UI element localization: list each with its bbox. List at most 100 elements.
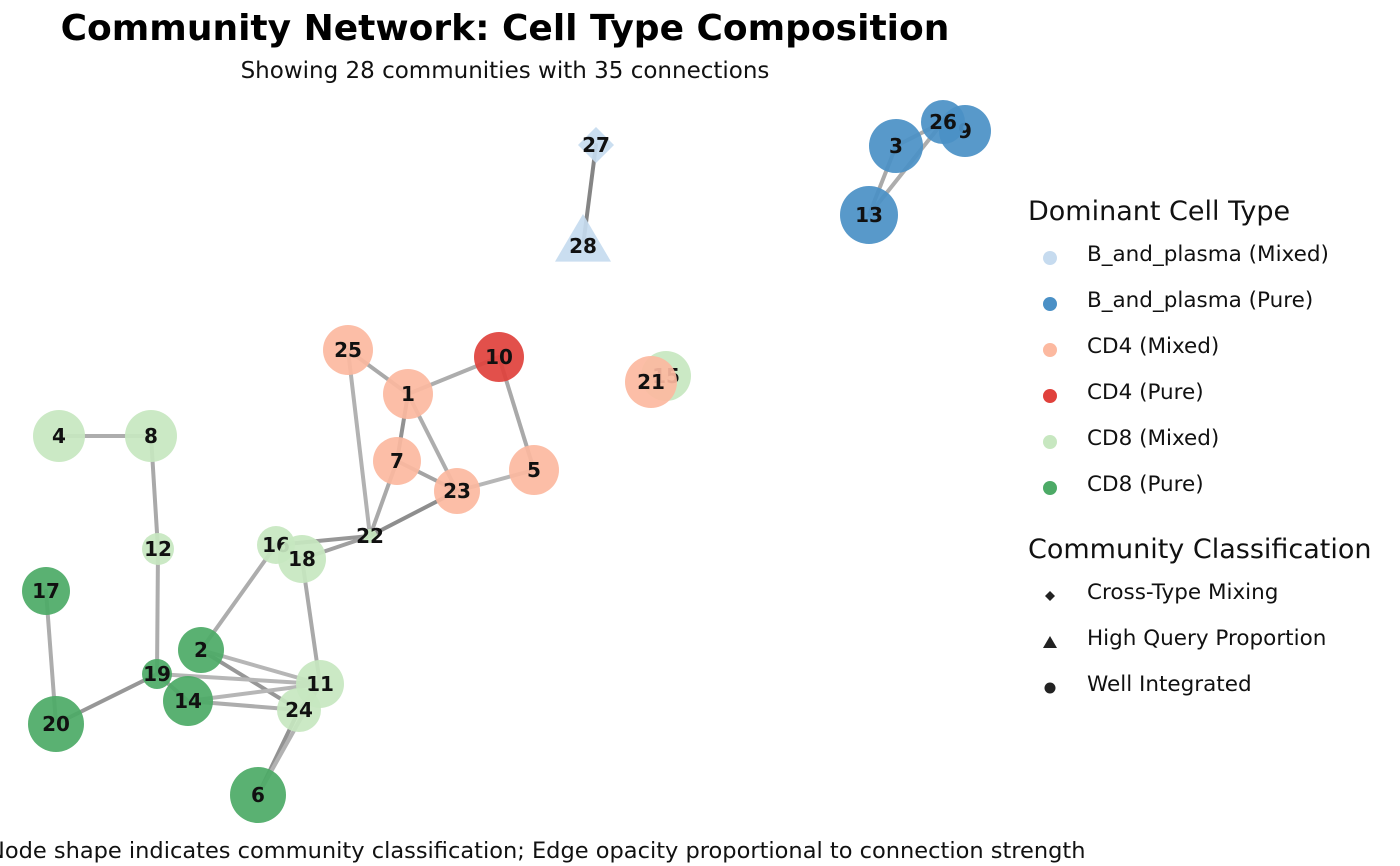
node-24: 24 — [277, 688, 321, 732]
node-layer: 1234567891011121314151617181920212223242… — [22, 100, 991, 823]
node-7: 7 — [373, 437, 421, 485]
node-28-marker — [555, 214, 611, 262]
node-2: 2 — [178, 627, 224, 673]
legend-label: High Query Proportion — [1087, 626, 1327, 651]
node-2-marker — [178, 627, 224, 673]
chart-subtitle: Showing 28 communities with 35 connectio… — [240, 58, 770, 84]
node-18: 18 — [278, 535, 326, 583]
node-27-label: 27 — [582, 133, 610, 157]
node-20: 20 — [28, 696, 84, 752]
node-12-marker — [142, 533, 174, 565]
node-6: 6 — [230, 767, 286, 823]
node-4-marker — [33, 410, 85, 462]
legend-swatch — [1043, 297, 1057, 311]
node-28-label: 28 — [569, 234, 597, 258]
node-23-label: 23 — [443, 479, 471, 503]
legend-item-cd8-mixed: CD8 (Mixed) — [1028, 423, 1290, 469]
legend-label: B_and_plasma (Pure) — [1087, 288, 1314, 313]
triangle-icon — [1043, 636, 1057, 648]
chart-title: Community Network: Cell Type Composition — [60, 8, 950, 49]
node-14-marker — [163, 676, 213, 726]
node-8-label: 8 — [144, 424, 158, 448]
node-5-label: 5 — [527, 458, 541, 482]
legend-item-cd4-pure: CD4 (Pure) — [1028, 377, 1290, 423]
node-3-label: 3 — [889, 134, 903, 158]
legend-swatch — [1043, 343, 1057, 357]
node-14-label: 14 — [174, 689, 202, 713]
legend-swatch — [1043, 251, 1057, 265]
legend-item-high-query: High Query Proportion — [1028, 623, 1372, 669]
legend-item-cross-type: Cross-Type Mixing — [1028, 577, 1372, 623]
node-21-marker — [625, 356, 677, 408]
node-17-label: 17 — [32, 579, 60, 603]
node-20-label: 20 — [42, 712, 70, 736]
node-1-label: 1 — [401, 382, 415, 406]
node-21-label: 21 — [637, 370, 665, 394]
chart-caption: Node shape indicates community classific… — [0, 838, 1086, 864]
node-8-marker — [125, 410, 177, 462]
circle-icon — [1044, 682, 1056, 694]
legend-item-well-integrated: Well Integrated — [1028, 669, 1372, 715]
node-24-label: 24 — [285, 698, 313, 722]
node-10-label: 10 — [485, 345, 513, 369]
node-12: 12 — [142, 533, 174, 565]
legend-cell-type-title: Dominant Cell Type — [1028, 196, 1291, 227]
legend-label: CD4 (Mixed) — [1087, 334, 1220, 359]
edge-19-11 — [155, 672, 322, 686]
node-13-marker — [840, 186, 898, 244]
node-3: 3 — [869, 119, 923, 173]
node-10-marker — [474, 332, 524, 382]
node-7-marker — [373, 437, 421, 485]
legend-classification: Community Classification Cross-Type Mixi… — [1028, 534, 1372, 715]
node-26: 26 — [921, 100, 965, 144]
node-20-marker — [28, 696, 84, 752]
node-6-marker — [230, 767, 286, 823]
legend-label: Cross-Type Mixing — [1087, 580, 1279, 605]
node-22-marker — [363, 529, 377, 543]
legend-item-b-plasma-pure: B_and_plasma (Pure) — [1028, 285, 1313, 331]
node-10: 10 — [474, 332, 524, 382]
node-8: 8 — [125, 410, 177, 462]
node-17: 17 — [22, 567, 70, 615]
node-1: 1 — [383, 369, 433, 419]
node-13-label: 13 — [855, 203, 883, 227]
node-23-marker — [434, 468, 480, 514]
legend-swatch — [1043, 389, 1057, 403]
legend-label: Well Integrated — [1087, 672, 1252, 697]
node-5-marker — [509, 445, 559, 495]
node-12-label: 12 — [144, 537, 172, 561]
node-25-label: 25 — [334, 338, 362, 362]
node-6-label: 6 — [251, 783, 265, 807]
node-19-label: 19 — [143, 662, 171, 686]
node-5: 5 — [509, 445, 559, 495]
edge-25-22 — [346, 348, 372, 538]
node-22: 22 — [356, 524, 384, 548]
node-22-label: 22 — [356, 524, 384, 548]
node-25-marker — [323, 325, 373, 375]
node-19-marker — [142, 659, 172, 689]
legend-label: B_and_plasma (Mixed) — [1087, 242, 1329, 267]
node-14: 14 — [163, 676, 213, 726]
node-18-marker — [278, 535, 326, 583]
node-2-label: 2 — [194, 638, 208, 662]
legend-classification-title: Community Classification — [1028, 534, 1372, 565]
network-plot: 1234567891011121314151617181920212223242… — [22, 100, 991, 823]
node-25: 25 — [323, 325, 373, 375]
node-23: 23 — [434, 468, 480, 514]
node-4: 4 — [33, 410, 85, 462]
node-18-label: 18 — [288, 547, 316, 571]
node-27-marker — [578, 127, 614, 163]
legend-item-b-plasma-mixed: B_and_plasma (Mixed) — [1028, 239, 1329, 285]
legend-cell-type: Dominant Cell Type B_and_plasma (Mixed) … — [1028, 196, 1329, 515]
legend-label: CD4 (Pure) — [1087, 380, 1204, 405]
node-27: 27 — [578, 127, 614, 163]
node-13: 13 — [840, 186, 898, 244]
node-24-marker — [277, 688, 321, 732]
legend-item-cd4-mixed: CD4 (Mixed) — [1028, 331, 1290, 377]
legend-swatch — [1043, 481, 1057, 495]
node-1-marker — [383, 369, 433, 419]
edge-12-19 — [155, 547, 160, 676]
node-7-label: 7 — [390, 449, 404, 473]
node-28: 28 — [555, 214, 611, 262]
node-21: 21 — [625, 356, 677, 408]
